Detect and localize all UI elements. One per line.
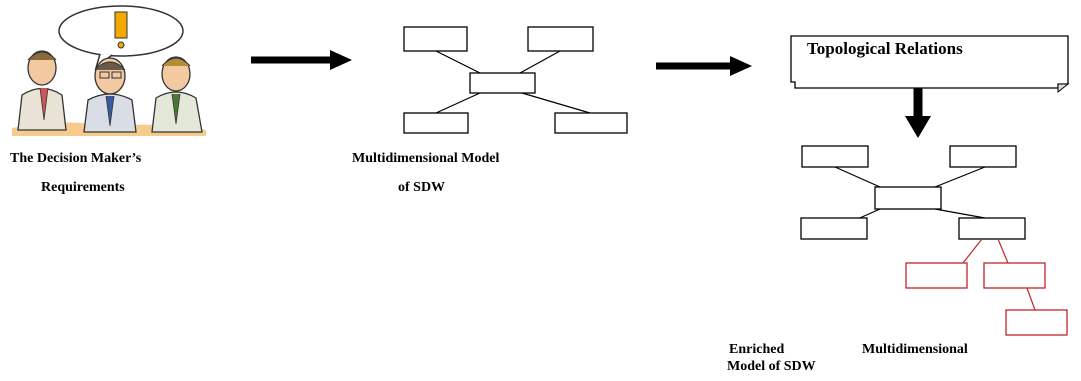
arrow-to-topological (656, 56, 752, 76)
decision-maker-label-line1: The Decision Maker’s (10, 151, 142, 166)
enriched-box-bottom-left (800, 217, 868, 240)
callout-label: Topological Relations (807, 39, 963, 58)
dimension-box-top-right (527, 26, 594, 52)
dimension-box-top-left (403, 26, 468, 52)
person-middle (83, 57, 137, 133)
arrow-to-model (251, 50, 352, 70)
model-label-line2: of SDW (398, 180, 446, 195)
enriched-box-top-left (801, 145, 869, 168)
model-label-line1: Multidimensional Model (352, 151, 500, 166)
exclamation-dot (117, 41, 125, 49)
enriched-box-top-right (949, 145, 1017, 168)
dimension-box-bottom-left (403, 112, 469, 134)
multidimensional-model (403, 26, 628, 134)
enriched-label-line1-a: Enriched (729, 342, 785, 357)
decision-maker-label-line2: Requirements (41, 180, 125, 195)
person-right (151, 56, 203, 133)
callout-fold (1057, 83, 1070, 94)
edge-top-right (519, 50, 561, 74)
edge-bottom-left (435, 92, 481, 114)
enriched-label-line1-b: Multidimensional (862, 342, 968, 357)
hierarchy-box-right (983, 262, 1046, 289)
topological-relations-callout: Topological Relations (790, 35, 1070, 94)
edge-top-left (435, 50, 481, 74)
enriched-fact-box (874, 186, 942, 210)
arrow-down-to-enriched (905, 86, 931, 138)
exclamation-mark-icon (114, 11, 128, 39)
hierarchy-box-child (1005, 309, 1068, 336)
enriched-label-line2: Model of SDW (727, 359, 816, 374)
enriched-box-bottom-right (958, 217, 1026, 240)
hierarchy-box-left (905, 262, 968, 289)
edge-bottom-right (521, 92, 591, 114)
dimension-box-bottom-right (554, 112, 628, 134)
decision-makers-illustration (12, 5, 206, 136)
fact-box-center (469, 72, 536, 94)
person-left (17, 50, 67, 131)
enriched-model (800, 145, 1068, 336)
topological-hierarchy (905, 238, 1068, 336)
